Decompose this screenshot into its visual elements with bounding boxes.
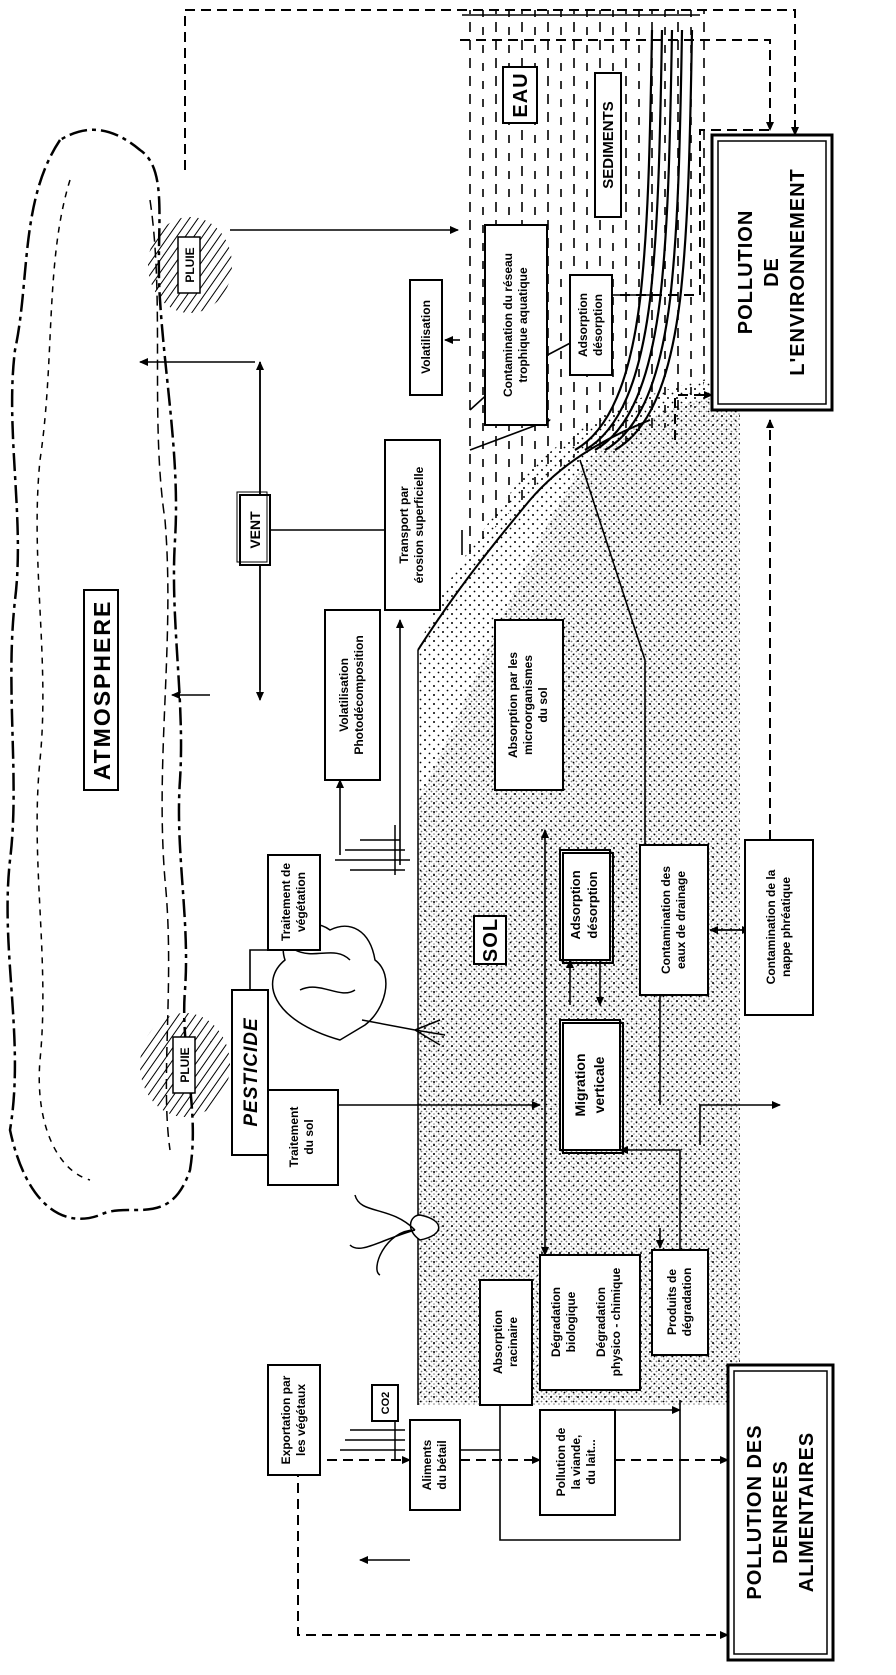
reseau-trophique-line2: trophique aquatique	[516, 267, 530, 383]
adsorption-sed-line2: désorption	[591, 294, 605, 356]
sol-label: SOL	[480, 918, 502, 962]
exportation-line1: Exportation par	[279, 1375, 293, 1464]
degradation-bio-line1: Dégradation	[549, 1287, 563, 1357]
vent-label: VENT	[247, 511, 263, 549]
eaux-drainage-line2: eaux de drainage	[674, 871, 688, 969]
adsorption-sed-line1: Adsorption	[576, 293, 590, 357]
degradation-phys-line2: physico - chimique	[609, 1267, 623, 1376]
rain-left: PLUIE	[140, 1013, 230, 1117]
absorption-racinaire-line2: racinaire	[506, 1317, 520, 1367]
traitement-vegetation-line2: végétation	[294, 872, 308, 932]
rain-left-label: PLUIE	[178, 1047, 192, 1082]
traitement-sol-line1: Traitement	[287, 1107, 301, 1168]
migration-line2: verticale	[591, 1056, 607, 1113]
viande-line3: du lait...	[584, 1439, 598, 1484]
denrees-line3: ALIMENTAIRES	[796, 1432, 818, 1593]
microorganismes-line2: microorganismes	[521, 655, 535, 755]
eau-label: EAU	[510, 72, 532, 117]
aliments-line2: du bétail	[435, 1440, 449, 1489]
degradation-bio-line2: biologique	[564, 1291, 578, 1352]
pesticide-label-group: PESTICIDE	[241, 1017, 262, 1127]
produits-line1: Produits de	[665, 1269, 679, 1335]
migration-line1: Migration	[572, 1054, 588, 1117]
environnement-line2: DE	[761, 257, 783, 287]
transport-line1: Transport par	[397, 486, 411, 564]
adsorption-sol-line2: désorption	[585, 871, 600, 938]
atmosphere-label: ATMOSPHERE	[89, 600, 115, 781]
atmosphere-label-group: ATMOSPHERE	[84, 590, 118, 790]
volatilisation-label: Volatilisation	[419, 300, 433, 374]
volatilisation-photo-line2: Photodécomposition	[352, 635, 366, 754]
rain-right: PLUIE	[148, 217, 232, 313]
produits-line2: dégradation	[680, 1268, 694, 1337]
denrees-line2: DENREES	[770, 1460, 792, 1564]
volatilisation-photo-line1: Volatilisation	[337, 658, 351, 732]
exportation-line2: les végétaux	[294, 1384, 308, 1456]
microorganismes-line3: du sol	[536, 687, 550, 722]
microorganismes-line1: Absorption par les	[506, 652, 520, 758]
viande-line1: Pollution de	[554, 1427, 568, 1496]
traitement-vegetation-line1: Traitement de	[279, 863, 293, 941]
crop-icon-1	[335, 825, 410, 875]
migration-box	[560, 1020, 620, 1150]
reseau-trophique-line1: Contamination du réseau	[501, 253, 515, 397]
eaux-drainage-line1: Contamination des	[659, 866, 673, 974]
co2-label: CO2	[380, 1392, 392, 1415]
aliments-line1: Aliments	[420, 1439, 434, 1490]
traitement-sol-line2: du sol	[302, 1119, 316, 1154]
pesticide-label: PESTICIDE	[241, 1017, 262, 1127]
nappe-line1: Contamination de la	[764, 869, 778, 984]
rain-right-label: PLUIE	[183, 247, 197, 282]
nappe-line2: nappe phréatique	[779, 877, 793, 977]
viande-line2: la viande,	[569, 1435, 583, 1490]
environnement-line1: POLLUTION	[735, 210, 757, 335]
environnement-line3: L'ENVIRONNEMENT	[787, 168, 809, 376]
transport-line2: érosion superficielle	[412, 466, 426, 583]
adsorption-sol-line1: Adsorption	[568, 870, 583, 939]
degradation-phys-line1: Dégradation	[594, 1287, 608, 1357]
sediments-label: SEDIMENTS	[600, 101, 617, 189]
absorption-racinaire-line1: Absorption	[491, 1310, 505, 1374]
denrees-line1: POLLUTION DES	[744, 1424, 766, 1599]
